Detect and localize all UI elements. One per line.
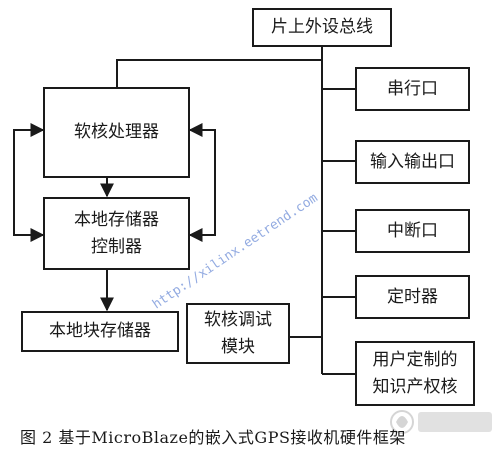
processor-bus-connector (116, 59, 322, 87)
bus-box: 片上外设总线 (252, 8, 392, 47)
debug-module-label-line2: 模块 (221, 336, 255, 357)
right-bidirectional-loop (188, 123, 216, 242)
peripheral-io-box: 输入输出口 (355, 140, 470, 184)
left-bidirectional-loop (13, 123, 45, 242)
peripheral-custom-ip-label-line2: 知识产权核 (372, 376, 458, 397)
debug-module-label-line1: 软核调试 (204, 309, 272, 330)
processor-label: 软核处理器 (74, 122, 159, 142)
peripheral-custom-ip-label-line1: 用户定制的 (372, 349, 458, 370)
peripheral-timer-label: 定时器 (387, 286, 438, 307)
bus-label: 片上外设总线 (271, 17, 373, 37)
memory-controller-label-line1: 本地存储器 (74, 209, 159, 230)
peripheral-custom-ip-box: 用户定制的 知识产权核 (355, 341, 475, 406)
debug-module-box: 软核调试 模块 (186, 303, 290, 364)
block-memory-box: 本地块存储器 (21, 311, 179, 352)
figure-caption: 图 2 基于MicroBlaze的嵌入式GPS接收机硬件框架 (20, 428, 406, 447)
peripheral-interrupt-label: 中断口 (387, 220, 438, 241)
peripheral-serial-box: 串行口 (355, 67, 470, 111)
peripheral-interrupt-box: 中断口 (355, 209, 470, 253)
site-logo-watermark (390, 410, 492, 434)
block-memory-label: 本地块存储器 (49, 321, 151, 341)
memory-controller-label-line2: 控制器 (91, 236, 142, 257)
peripheral-io-label: 输入输出口 (370, 151, 455, 172)
processor-box: 软核处理器 (43, 87, 190, 178)
peripheral-serial-label: 串行口 (387, 78, 438, 99)
memory-controller-box: 本地存储器 控制器 (43, 197, 190, 270)
peripheral-timer-box: 定时器 (355, 275, 470, 319)
